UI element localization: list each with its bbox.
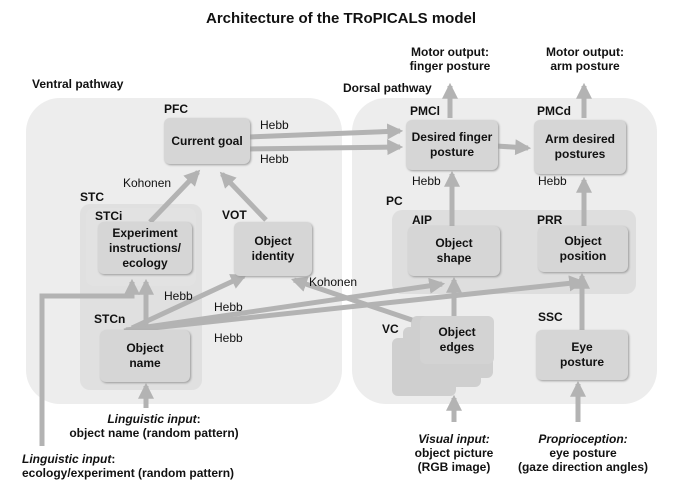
area-label-vot: VOT bbox=[222, 208, 247, 222]
visual-input: Visual input: object picture (RGB image) bbox=[394, 432, 514, 474]
area-label-stci: STCi bbox=[95, 209, 123, 223]
eye-posture-line1: Eye bbox=[571, 340, 593, 354]
object-identity-line2: identity bbox=[251, 249, 295, 263]
area-label-pc: PC bbox=[386, 194, 403, 208]
arrow-pfc-to-pmcl-bottom bbox=[247, 139, 404, 156]
desired-finger-posture-box: Desired finger posture bbox=[406, 120, 498, 170]
object-name-line2: name bbox=[129, 356, 161, 370]
object-position-line1: Object bbox=[564, 234, 602, 248]
linguistic-input-ecology: Linguistic input: ecology/experiment (ra… bbox=[22, 452, 262, 480]
dorsal-pathway-label: Dorsal pathway bbox=[343, 81, 432, 95]
hebb-label-stcn-2: Hebb bbox=[214, 331, 243, 345]
object-edges-line2: edges bbox=[439, 340, 475, 354]
object-identity-box: Object identity bbox=[234, 222, 312, 276]
proprioception-line2: (gaze direction angles) bbox=[517, 460, 649, 474]
visual-input-line2: (RGB image) bbox=[417, 460, 491, 474]
motor-output-finger: Motor output: finger posture bbox=[395, 45, 505, 73]
hebb-label-stcn-1: Hebb bbox=[214, 300, 243, 314]
experiment-label-line2: instructions/ bbox=[108, 240, 181, 255]
area-label-ssc: SSC bbox=[538, 310, 563, 324]
linguistic-input-ecology-colon: : bbox=[111, 452, 116, 466]
motor-output-finger-line2: finger posture bbox=[409, 59, 491, 73]
current-goal-box: Current goal bbox=[164, 118, 250, 164]
visual-input-line1: object picture bbox=[414, 446, 494, 460]
hebb-label-stci: Hebb bbox=[164, 289, 193, 303]
visual-input-label: Visual input: bbox=[418, 432, 490, 446]
eye-posture-box: Eye posture bbox=[536, 330, 628, 380]
eye-posture-line2: posture bbox=[559, 355, 604, 369]
linguistic-input-ecology-text: ecology/experiment (random pattern) bbox=[22, 466, 235, 480]
arrow-pfc-to-pmcl-top bbox=[247, 123, 404, 140]
arm-desired-postures-box: Arm desired postures bbox=[534, 120, 626, 174]
object-edges-box: Object edges bbox=[420, 316, 494, 364]
area-label-aip: AIP bbox=[412, 213, 433, 227]
current-goal-label: Current goal bbox=[171, 133, 243, 148]
experiment-label-line1: Experiment bbox=[112, 225, 178, 240]
desired-finger-line1: Desired finger bbox=[411, 130, 493, 144]
arrow-stcn-to-aip bbox=[125, 277, 446, 333]
area-label-vc: VC bbox=[382, 322, 399, 336]
object-position-line2: position bbox=[559, 249, 607, 263]
hebb-label-pfc-top: Hebb bbox=[260, 118, 289, 132]
proprioception-label: Proprioception: bbox=[538, 432, 628, 446]
hebb-label-pmcd: Hebb bbox=[538, 174, 567, 188]
desired-finger-line2: posture bbox=[429, 145, 474, 159]
arrow-vot-to-pfc bbox=[219, 171, 268, 222]
proprioception-input: Proprioception: eye posture (gaze direct… bbox=[508, 432, 658, 474]
diagram-title: Architecture of the TRoPICALS model bbox=[205, 10, 477, 27]
object-shape-box: Object shape bbox=[408, 226, 500, 276]
motor-output-finger-line1: Motor output: bbox=[411, 45, 489, 59]
arrow-stci-to-pfc bbox=[148, 169, 201, 224]
experiment-instructions-box: Experiment instructions/ ecology bbox=[98, 222, 192, 274]
object-shape-line1: Object bbox=[435, 236, 473, 250]
object-name-line1: Object bbox=[126, 341, 164, 355]
object-edges-line1: Object bbox=[438, 325, 476, 339]
arrow-ecology-to-stci bbox=[39, 278, 141, 446]
arrow-vc-to-vot bbox=[290, 276, 413, 323]
hebb-label-pmcl: Hebb bbox=[412, 174, 441, 188]
arm-desired-line2: postures bbox=[554, 147, 606, 161]
object-position-box: Object position bbox=[538, 226, 628, 272]
proprioception-line1: eye posture bbox=[549, 446, 617, 460]
object-identity-line1: Object bbox=[254, 234, 292, 248]
arm-desired-line1: Arm desired bbox=[544, 132, 616, 146]
object-shape-line2: shape bbox=[436, 251, 472, 265]
linguistic-input-name-colon: : bbox=[196, 412, 201, 426]
kohonen-label-stc: Kohonen bbox=[123, 176, 172, 190]
motor-output-arm-line2: arm posture bbox=[550, 59, 620, 73]
arrow-stcn-to-vot bbox=[130, 273, 247, 331]
kohonen-label-vc: Kohonen bbox=[309, 275, 358, 289]
linguistic-input-name: Linguistic input: object name (random pa… bbox=[54, 412, 254, 440]
ventral-pathway-label: Ventral pathway bbox=[32, 77, 124, 91]
area-label-stc: STC bbox=[80, 190, 104, 204]
linguistic-input-name-text: object name (random pattern) bbox=[69, 426, 239, 440]
motor-output-arm: Motor output: arm posture bbox=[530, 45, 640, 73]
arrow-stcn-to-prr bbox=[123, 275, 586, 334]
area-label-stcn: STCn bbox=[94, 312, 126, 326]
arrow-pmcl-to-pmcd bbox=[495, 139, 532, 156]
area-label-pmcl: PMCl bbox=[410, 104, 440, 118]
area-label-prr: PRR bbox=[537, 213, 563, 227]
linguistic-input-ecology-label: Linguistic input bbox=[22, 452, 112, 466]
area-label-pfc: PFC bbox=[164, 102, 188, 116]
hebb-label-pfc-bottom: Hebb bbox=[260, 152, 289, 166]
object-name-box: Object name bbox=[100, 330, 190, 382]
linguistic-input-name-label: Linguistic input bbox=[107, 412, 197, 426]
motor-output-arm-line1: Motor output: bbox=[546, 45, 624, 59]
experiment-label-line3: ecology bbox=[122, 255, 168, 270]
area-label-pmcd: PMCd bbox=[537, 104, 571, 118]
